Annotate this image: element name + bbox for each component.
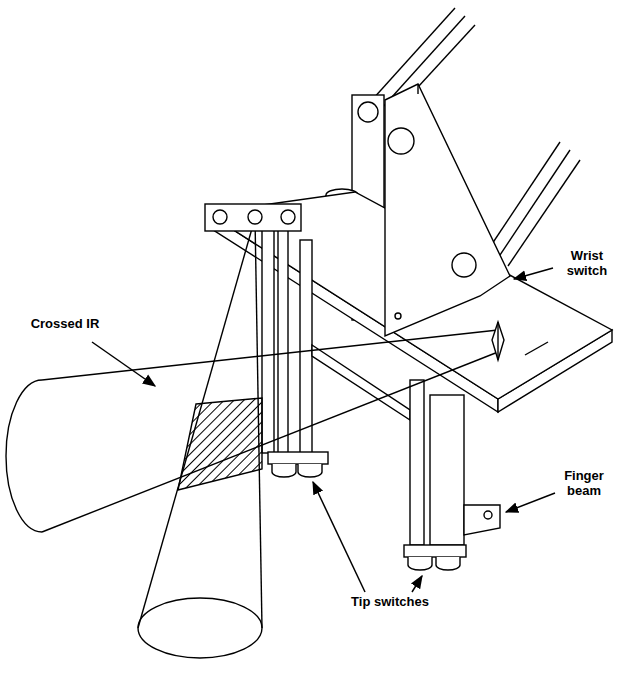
plate-mark bbox=[525, 342, 548, 355]
bracket-edge bbox=[417, 84, 418, 94]
beam-edge bbox=[255, 218, 262, 628]
ir-emitter bbox=[492, 322, 504, 360]
crossbar bbox=[312, 345, 410, 420]
leader-arrow bbox=[313, 482, 365, 592]
ir-emitter-block bbox=[205, 204, 301, 231]
right-finger bbox=[404, 380, 500, 570]
ir-emitter bbox=[281, 210, 295, 224]
leader-arrows bbox=[92, 268, 555, 592]
beam-edge bbox=[138, 218, 255, 628]
arm-line bbox=[508, 160, 580, 266]
finger-base bbox=[404, 545, 466, 557]
ir-emitter bbox=[248, 210, 262, 224]
finger-post bbox=[278, 228, 288, 453]
leader-arrow bbox=[412, 576, 422, 592]
finger-post bbox=[410, 380, 424, 545]
tip-switch bbox=[408, 557, 460, 570]
finger-base bbox=[268, 452, 328, 464]
arm-line bbox=[498, 150, 570, 258]
finger-beam-tab bbox=[464, 505, 500, 535]
finger-post bbox=[262, 228, 274, 453]
beam-end bbox=[138, 598, 262, 658]
part-label: Finger beam bbox=[556, 468, 612, 498]
finger-beam-hole bbox=[484, 511, 492, 519]
beam-end bbox=[6, 380, 42, 532]
ir-emitter bbox=[497, 322, 498, 360]
wrist-bracket bbox=[385, 84, 510, 336]
tip-switch bbox=[272, 464, 322, 477]
bracket-hole bbox=[452, 253, 476, 277]
part-label: Wrist switch bbox=[556, 248, 618, 278]
screw-hole bbox=[395, 313, 401, 319]
pivot-hole bbox=[358, 102, 378, 122]
ir-beams bbox=[6, 218, 504, 658]
leader-arrow bbox=[92, 342, 155, 386]
arm-line bbox=[488, 142, 560, 250]
bracket-hole bbox=[388, 128, 414, 154]
finger-post bbox=[300, 240, 312, 453]
part-label: Crossed IR bbox=[20, 316, 110, 331]
beam-edge bbox=[42, 352, 498, 532]
ir-emitter bbox=[213, 210, 227, 224]
leader-arrow bbox=[506, 493, 555, 512]
part-label: Tip switches bbox=[340, 594, 440, 609]
leader-arrow bbox=[514, 268, 553, 279]
finger-post bbox=[430, 395, 464, 545]
